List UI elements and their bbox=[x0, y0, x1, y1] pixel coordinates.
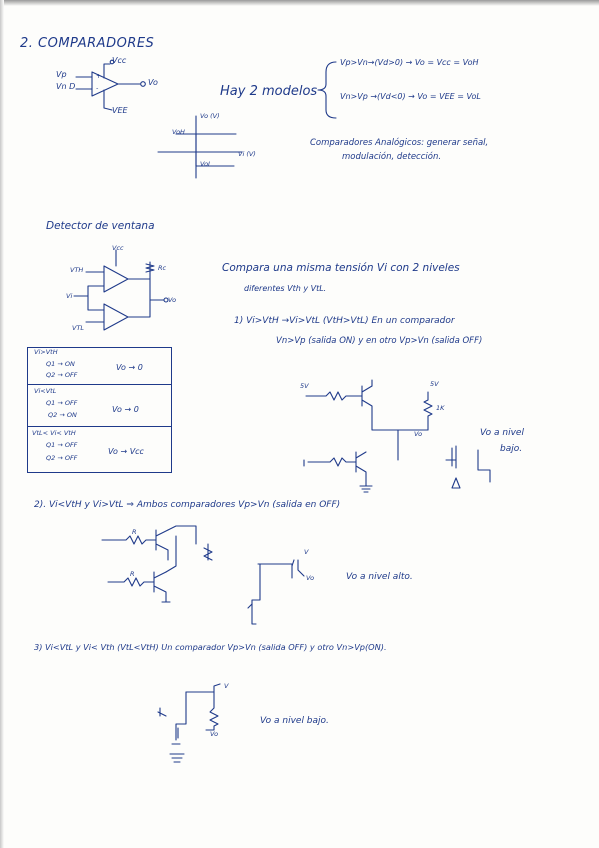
models-brace bbox=[317, 61, 337, 119]
table-result: Vo → 0 bbox=[116, 363, 143, 372]
models-case1: Vp>Vn→(Vd>0) → Vo = Vcc = VoH bbox=[340, 58, 479, 67]
case2-r2-label: R bbox=[130, 570, 135, 578]
window-vtl-label: VTL bbox=[72, 324, 85, 332]
case1-line2: Vn>Vp (salida ON) y en otro Vp>Vn (salid… bbox=[276, 336, 483, 346]
case3-circuit bbox=[169, 691, 187, 763]
case2-circuit bbox=[101, 535, 157, 545]
window-title: Detector de ventana bbox=[46, 220, 155, 232]
transfer-voh-label: VoH bbox=[172, 128, 185, 136]
transfer-vo-axis: Vo (V) bbox=[200, 112, 220, 120]
case1-resistor-label: 1K bbox=[436, 404, 445, 412]
case2-v-label: V bbox=[304, 548, 309, 556]
comp-plus-sign: + bbox=[96, 72, 102, 80]
table-row: Vi<VtL Q1 → OFF Q2 → ON Vo → 0 bbox=[28, 384, 171, 425]
comp-vo-label: Vo bbox=[148, 78, 158, 87]
table-row: VtL< Vi< VtH Q1 → OFF Q2 → OFF Vo → Vcc bbox=[28, 426, 171, 471]
case1-line1: 1) Vi>VtH →Vi>VtL (VtH>VtL) En un compar… bbox=[234, 316, 455, 326]
table-cond: Vi>VtH bbox=[34, 348, 58, 356]
case2-line: 2). Vi<VtH y Vi>VtL ⇒ Ambos comparadores… bbox=[34, 500, 341, 510]
table-result: Vo → Vcc bbox=[108, 447, 144, 456]
comparator-triangle bbox=[91, 71, 119, 97]
comp-vcc-label: Vcc bbox=[112, 56, 127, 65]
comp-vn-label: Vn D bbox=[56, 82, 76, 91]
models-case2: Vn>Vp →(Vd<0) → Vo = VEE = VoL bbox=[340, 92, 481, 101]
case1-source-label: 5V bbox=[300, 382, 309, 390]
scan-edge-top bbox=[0, 0, 599, 6]
table-q2: Q2 → ON bbox=[48, 411, 77, 419]
table-cond: VtL< Vi< VtH bbox=[32, 429, 76, 437]
window-truth-table: Vi>VtH Q1 → ON Q2 → OFF Vo → 0 Vi<VtL Q1… bbox=[27, 347, 172, 473]
applications-line1: Comparadores Analógicos: generar señal, bbox=[310, 138, 489, 148]
table-q1: Q1 → OFF bbox=[46, 399, 78, 407]
applications-line2: modulación, detección. bbox=[342, 152, 442, 162]
table-cond: Vi<VtL bbox=[34, 387, 57, 395]
models-intro: Hay 2 modelos bbox=[220, 84, 318, 99]
table-q1: Q1 → OFF bbox=[46, 441, 78, 449]
case3-vo-label: Vo bbox=[210, 730, 219, 738]
case2-r1-label: R bbox=[132, 528, 137, 536]
window-rc-label: Rc bbox=[158, 264, 167, 272]
case1-vo-label: Vo bbox=[414, 430, 423, 438]
page-title: 2. COMPARADORES bbox=[20, 36, 155, 51]
window-vi-label: Vi bbox=[66, 292, 73, 300]
case3-result: Vo a nivel bajo. bbox=[260, 716, 329, 726]
table-q2: Q2 → OFF bbox=[46, 371, 78, 379]
window-vth-label: VTH bbox=[70, 266, 84, 274]
table-row: Vi>VtH Q1 → ON Q2 → OFF Vo → 0 bbox=[28, 347, 171, 383]
table-q2: Q2 → OFF bbox=[46, 454, 78, 462]
case1-result-line1: Vo a nivel bbox=[480, 428, 524, 438]
transfer-axes bbox=[157, 115, 241, 179]
comp-vee-label: VEE bbox=[112, 106, 128, 115]
scan-edge-left bbox=[0, 0, 4, 848]
table-result: Vo → 0 bbox=[112, 405, 139, 414]
case3-line: 3) Vi<VtL y Vi< Vth (VtL<VtH) Un compara… bbox=[34, 642, 387, 652]
case1-result-line2: bajo. bbox=[500, 444, 523, 454]
window-desc-line2: diferentes Vth y VtL. bbox=[244, 284, 327, 293]
window-desc-line1: Compara una misma tensión Vi con 2 nivel… bbox=[222, 262, 460, 274]
table-q1: Q1 → ON bbox=[46, 360, 75, 368]
case1-circuit bbox=[305, 391, 363, 401]
case1-rail-label: 5V bbox=[430, 380, 439, 388]
case2-result: Vo a nivel alto. bbox=[346, 572, 413, 582]
transfer-vol-label: VoL bbox=[200, 160, 212, 168]
window-comparator-bottom bbox=[103, 303, 129, 331]
case2-vo-label: Vo bbox=[306, 574, 315, 582]
transfer-vi-axis: Vi (V) bbox=[238, 150, 256, 158]
comp-vp-label: Vp bbox=[56, 70, 67, 79]
window-vo-label: Vo bbox=[168, 296, 177, 304]
window-comparator-top bbox=[103, 265, 129, 293]
window-vcc-label: Vcc bbox=[112, 244, 124, 252]
comp-minus-sign: - bbox=[96, 84, 99, 92]
case3-v-label: V bbox=[224, 682, 229, 690]
